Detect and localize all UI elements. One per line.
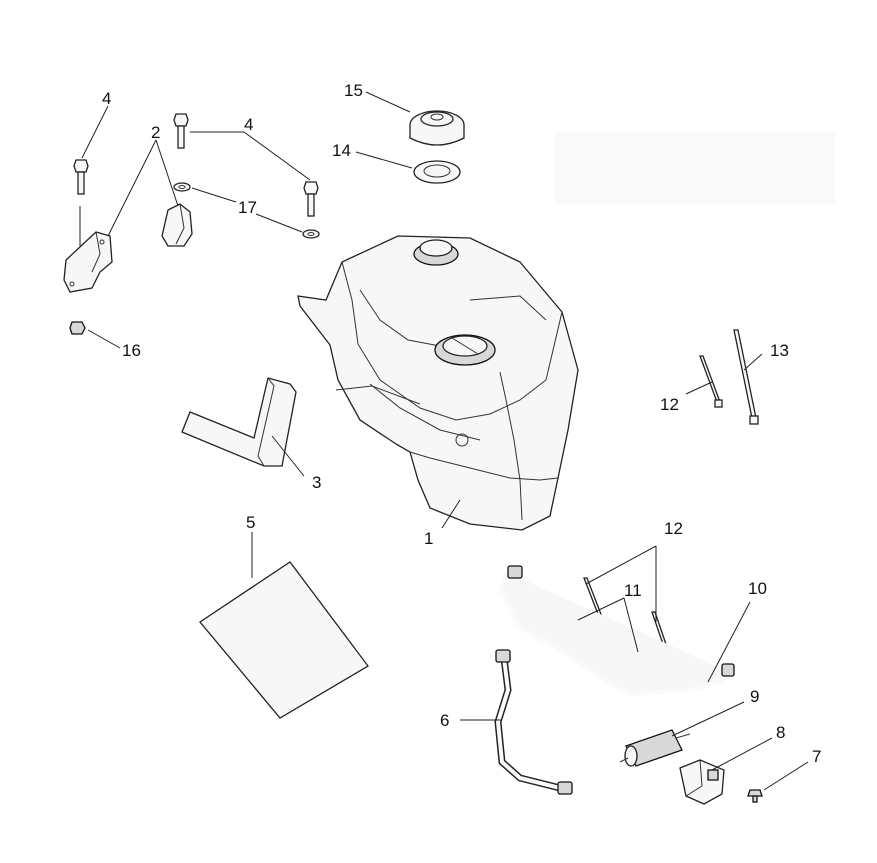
cable-tie-long-part [733, 329, 759, 425]
bolt-right-part [303, 181, 319, 217]
fuel-line-lower-part [494, 649, 573, 795]
foam-pad-part [181, 377, 297, 467]
callout-2: 2 [151, 123, 160, 142]
mounting-bracket-right-part [161, 203, 193, 247]
callout-12-lower: 12 [664, 519, 683, 538]
decal-sheet-part [199, 561, 369, 719]
fuel-filter-part [619, 729, 691, 767]
callout-11: 11 [624, 581, 642, 600]
bolt-center-part [173, 113, 189, 149]
background-panel [555, 132, 835, 204]
callout-13: 13 [770, 341, 789, 360]
callout-6: 6 [440, 711, 449, 730]
fuel-hose-upper-part [497, 565, 735, 697]
callout-15: 15 [344, 81, 363, 100]
callout-labels: 4 2 4 17 16 3 5 1 15 14 12 13 12 11 10 6… [102, 81, 821, 766]
callout-10: 10 [748, 579, 767, 598]
callout-12-upper: 12 [660, 395, 679, 414]
mounting-bracket-left-part [63, 231, 113, 293]
filter-bracket-part [679, 759, 725, 805]
fuel-tank-part [297, 235, 579, 531]
washer-lower-part [302, 229, 320, 239]
bolt-left-part [73, 159, 89, 195]
push-rivet-part [747, 789, 763, 803]
gasket-ring-part [413, 160, 461, 184]
callout-4-left: 4 [102, 89, 111, 108]
callout-14: 14 [332, 141, 351, 160]
callout-7: 7 [812, 747, 821, 766]
callout-17: 17 [238, 198, 257, 217]
callout-3: 3 [312, 473, 321, 492]
callout-5: 5 [246, 513, 255, 532]
leader-lines [79, 91, 809, 791]
callout-9: 9 [750, 687, 759, 706]
cable-tie-short-part [699, 355, 723, 408]
callout-16: 16 [122, 341, 141, 360]
fuel-cap-part [409, 110, 465, 146]
callout-4-right: 4 [244, 115, 253, 134]
nut-part [69, 321, 86, 335]
callout-1: 1 [424, 529, 433, 548]
washer-upper-part [173, 182, 191, 192]
callout-8: 8 [776, 723, 785, 742]
